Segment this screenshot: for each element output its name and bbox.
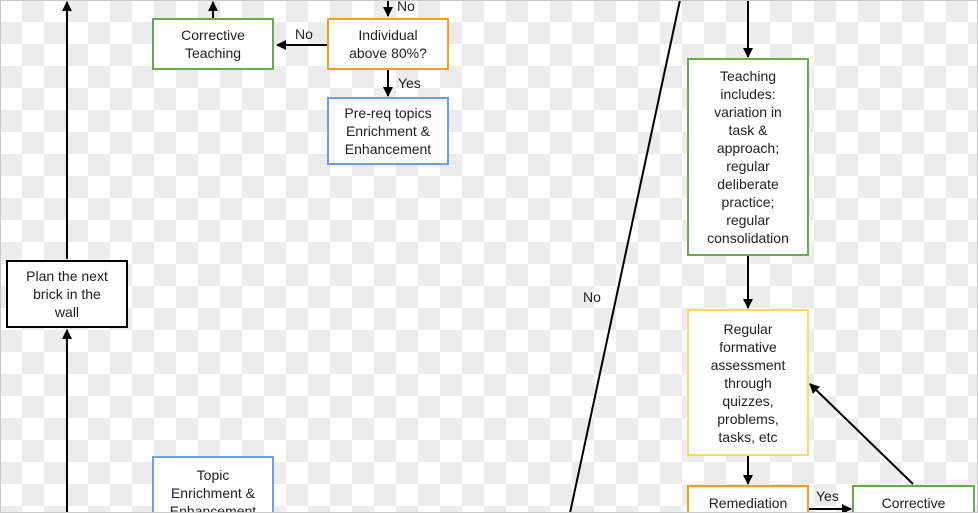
corrective-teaching-top-box: Corrective Teaching bbox=[152, 18, 274, 70]
edge-label-no-left: No bbox=[295, 26, 313, 42]
individual-above-80-decision: Individual above 80%? bbox=[327, 18, 449, 70]
corrective-bottom-box: Corrective bbox=[852, 485, 975, 513]
edge-label-no-middle: No bbox=[583, 289, 601, 305]
edge-label-no-top: No bbox=[397, 0, 415, 14]
edge-label-yes-prereq: Yes bbox=[398, 75, 421, 91]
arrow-corrective-to-formative bbox=[809, 383, 914, 485]
prereq-enrichment-box: Pre-req topics Enrichment & Enhancement bbox=[327, 97, 449, 165]
plan-next-brick-box: Plan the next brick in the wall bbox=[6, 260, 128, 328]
remediation-decision: Remediation bbox=[687, 485, 809, 513]
teaching-includes-box: Teaching includes: variation in task & a… bbox=[687, 58, 809, 256]
topic-enrichment-box: Topic Enrichment & Enhancement bbox=[152, 456, 274, 513]
edge-label-yes-bottom: Yes bbox=[816, 488, 839, 504]
diagonal-no-line bbox=[569, 0, 681, 513]
formative-assessment-box: Regular formative assessment through qui… bbox=[687, 309, 809, 456]
